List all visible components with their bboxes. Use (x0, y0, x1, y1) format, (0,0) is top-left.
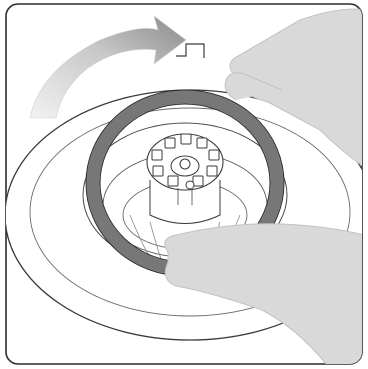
center-hub (147, 134, 223, 224)
